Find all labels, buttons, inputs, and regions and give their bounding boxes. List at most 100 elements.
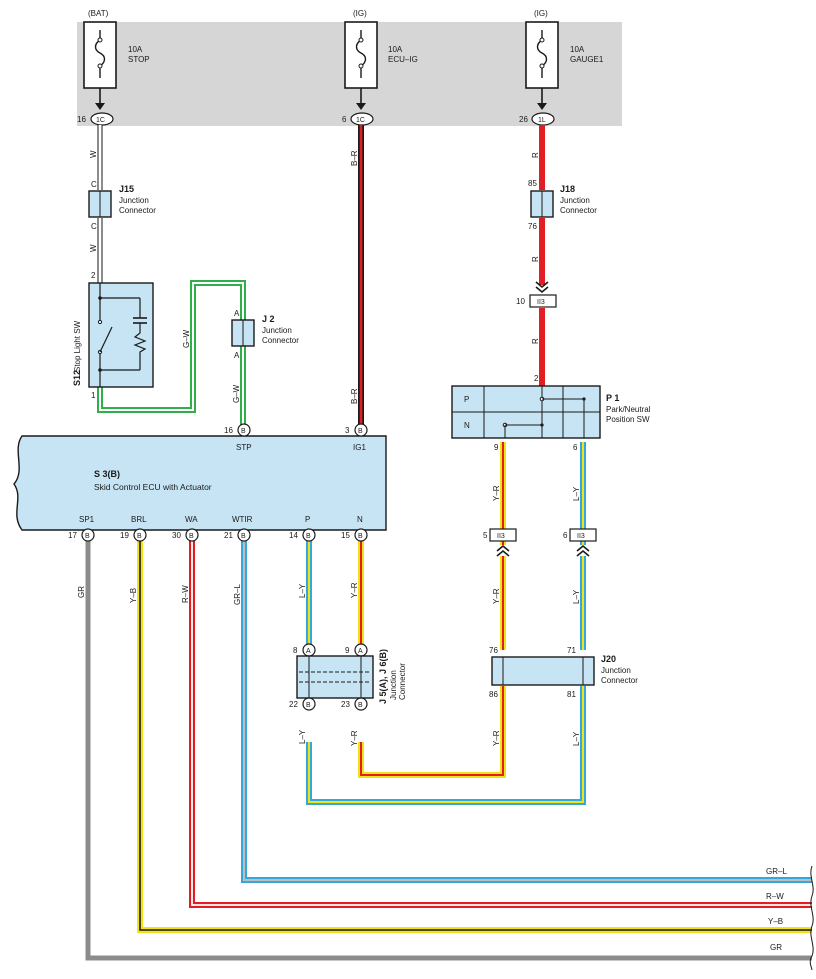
j20-id: J20 [601,654,616,664]
s12-pin-bottom: 1 [91,391,96,400]
wire-label-y-r-j5-bottom: Y–R [350,730,359,746]
fuse-gauge1-rating: 10A [570,45,585,54]
p1-desc2: Position SW [606,415,650,424]
wire-label-l-y-j5-bottom: L–Y [298,729,307,744]
junction-j15: C C J15 Junction Connector [88,180,156,231]
ecu-s3b: S 3(B) Skid Control ECU with Actuator 16… [13,423,387,542]
wire-label-gr-end: GR [770,943,782,952]
fuse-stop-connector: 1C [96,117,105,124]
j18-pin-bottom: 76 [528,222,537,231]
ecu-name: Skid Control ECU with Actuator [94,482,212,492]
fuse-ecu-ig-source: (IG) [353,9,367,18]
ecu-top-pin-16-num: 16 [224,426,233,435]
j18-desc1: Junction [560,196,590,205]
wire-r-w [189,541,812,908]
ecu-bottom-pin-n-name: N [357,515,363,524]
j15-desc1: Junction [119,196,149,205]
connector-ii3-top: II3 10 [516,281,557,308]
wire-break-mark [809,865,814,971]
p1-pin-in: 2 [534,374,539,383]
p1-row-n: N [464,421,470,430]
ecu-bottom-pin-sp1-num: 17 [68,531,77,540]
fuse-ecu-ig-rating: 10A [388,45,403,54]
j15-pin-top: C [91,180,97,189]
ii3-top-label: II3 [537,299,545,306]
ecu-id: S 3(B) [94,469,120,479]
junction-j5-j6: 8 A 9 A 22 B 23 B J 5(A), J 6(B) Junctio… [289,643,407,711]
s12-pin-top: 2 [91,271,96,280]
j18-desc2: Connector [560,206,597,215]
ecu-bottom-pin-brl-num: 19 [120,531,129,540]
wire-label-b-r-top: B–R [350,150,359,166]
j5-j6-desc2: Connector [398,663,407,700]
wire-label-l-y-ecu-p: L–Y [298,583,307,598]
wire-g-w [97,280,246,425]
wire-label-y-r-p1: Y–R [492,485,501,501]
ii3-pin-5: 5 [483,531,488,540]
j2-desc1: Junction [262,326,292,335]
ii3-6-label: II3 [577,533,585,540]
j20-pin-76: 76 [489,646,498,655]
fuse-stop: (BAT) 10A STOP 16 1C [77,9,150,126]
wire-label-y-r-ecu-n: Y–R [350,582,359,598]
fuse-ecu-ig-connector: 1C [356,117,365,124]
j20-pin-86: 86 [489,690,498,699]
wire-label-gr-l-vertical: GR–L [233,584,242,605]
ecu-top-pin-16-name: STP [236,443,252,452]
p1-id: P 1 [606,393,619,403]
ecu-bottom-pin-n-letter: B [358,533,363,540]
ecu-bottom-pin-wtir-num: 21 [224,531,233,540]
wire-label-gr-l-end: GR–L [766,867,787,876]
ecu-top-pin-3-name: IG1 [353,443,366,452]
wire-label-y-r-j20-bottom: Y–R [492,730,501,746]
ecu-top-pin-3-num: 3 [345,426,350,435]
ii3-top-pin: 10 [516,297,525,306]
wire-label-y-b-end: Y–B [768,917,783,926]
wire-label-g-w-right: G–W [232,384,241,403]
wire-label-r-mid: R [531,256,540,262]
s12-name: Stop Light SW [73,320,82,372]
wire-label-y-b-vertical: Y–B [129,588,138,603]
stop-light-switch-s12: 2 1 S12 Stop Light SW [72,271,154,400]
fuse-gauge1-pin: 26 [519,115,528,124]
j15-id: J15 [119,184,134,194]
wire-label-w-bottom: W [89,244,98,252]
ecu-bottom-pin-p-num: 14 [289,531,298,540]
j6-pin-22-letter: B [306,702,311,709]
j15-pin-bottom: C [91,222,97,231]
junction-j20: 76 71 86 81 J20 Junction Connector [489,646,638,699]
wire-label-r-top: R [531,152,540,158]
fuse-ecu-ig-pin: 6 [342,115,347,124]
ecu-bottom-pin-wtir-letter: B [241,533,246,540]
j20-desc1: Junction [601,666,631,675]
junction-j18: 85 76 J18 Junction Connector [528,179,597,231]
fuse-ecu-ig: (IG) 10A ECU–IG 6 1C [342,9,418,126]
wire-label-r-low: R [531,338,540,344]
junction-j2: A A J 2 Junction Connector [231,309,299,360]
wire-l-y-p1 [306,442,586,805]
j5-pin-8: 8 [293,646,298,655]
p1-row-p: P [464,395,469,404]
fuse-gauge1-name: GAUGE1 [570,55,604,64]
ecu-bottom-pin-sp1-name: SP1 [79,515,95,524]
ecu-bottom-pin-wa-name: WA [185,515,198,524]
fuse-stop-rating: 10A [128,45,143,54]
wire-label-l-y-j20: L–Y [572,589,581,604]
fuse-ecu-ig-name: ECU–IG [388,55,418,64]
wire-y-b [137,541,812,933]
ii3-5-label: II3 [497,533,505,540]
j18-pin-top: 85 [528,179,537,188]
j15-desc2: Connector [119,206,156,215]
j5-j6-desc1: Junction [389,670,398,700]
ecu-bottom-pin-wa-num: 30 [172,531,181,540]
ecu-top-pin-3-letter: B [358,428,363,435]
wire-label-gr-vertical: GR [77,586,86,598]
j6-pin-23: 23 [341,700,350,709]
j18-id: J18 [560,184,575,194]
ecu-bottom-pin-sp1-letter: B [85,533,90,540]
ecu-bottom-pin-brl-letter: B [137,533,142,540]
connector-ii3-pair: 5 II3 6 II3 [483,528,597,557]
j6-pin-23-letter: B [358,702,363,709]
wire-label-g-w-left: G–W [182,329,191,348]
ecu-bottom-pin-n-num: 15 [341,531,350,540]
